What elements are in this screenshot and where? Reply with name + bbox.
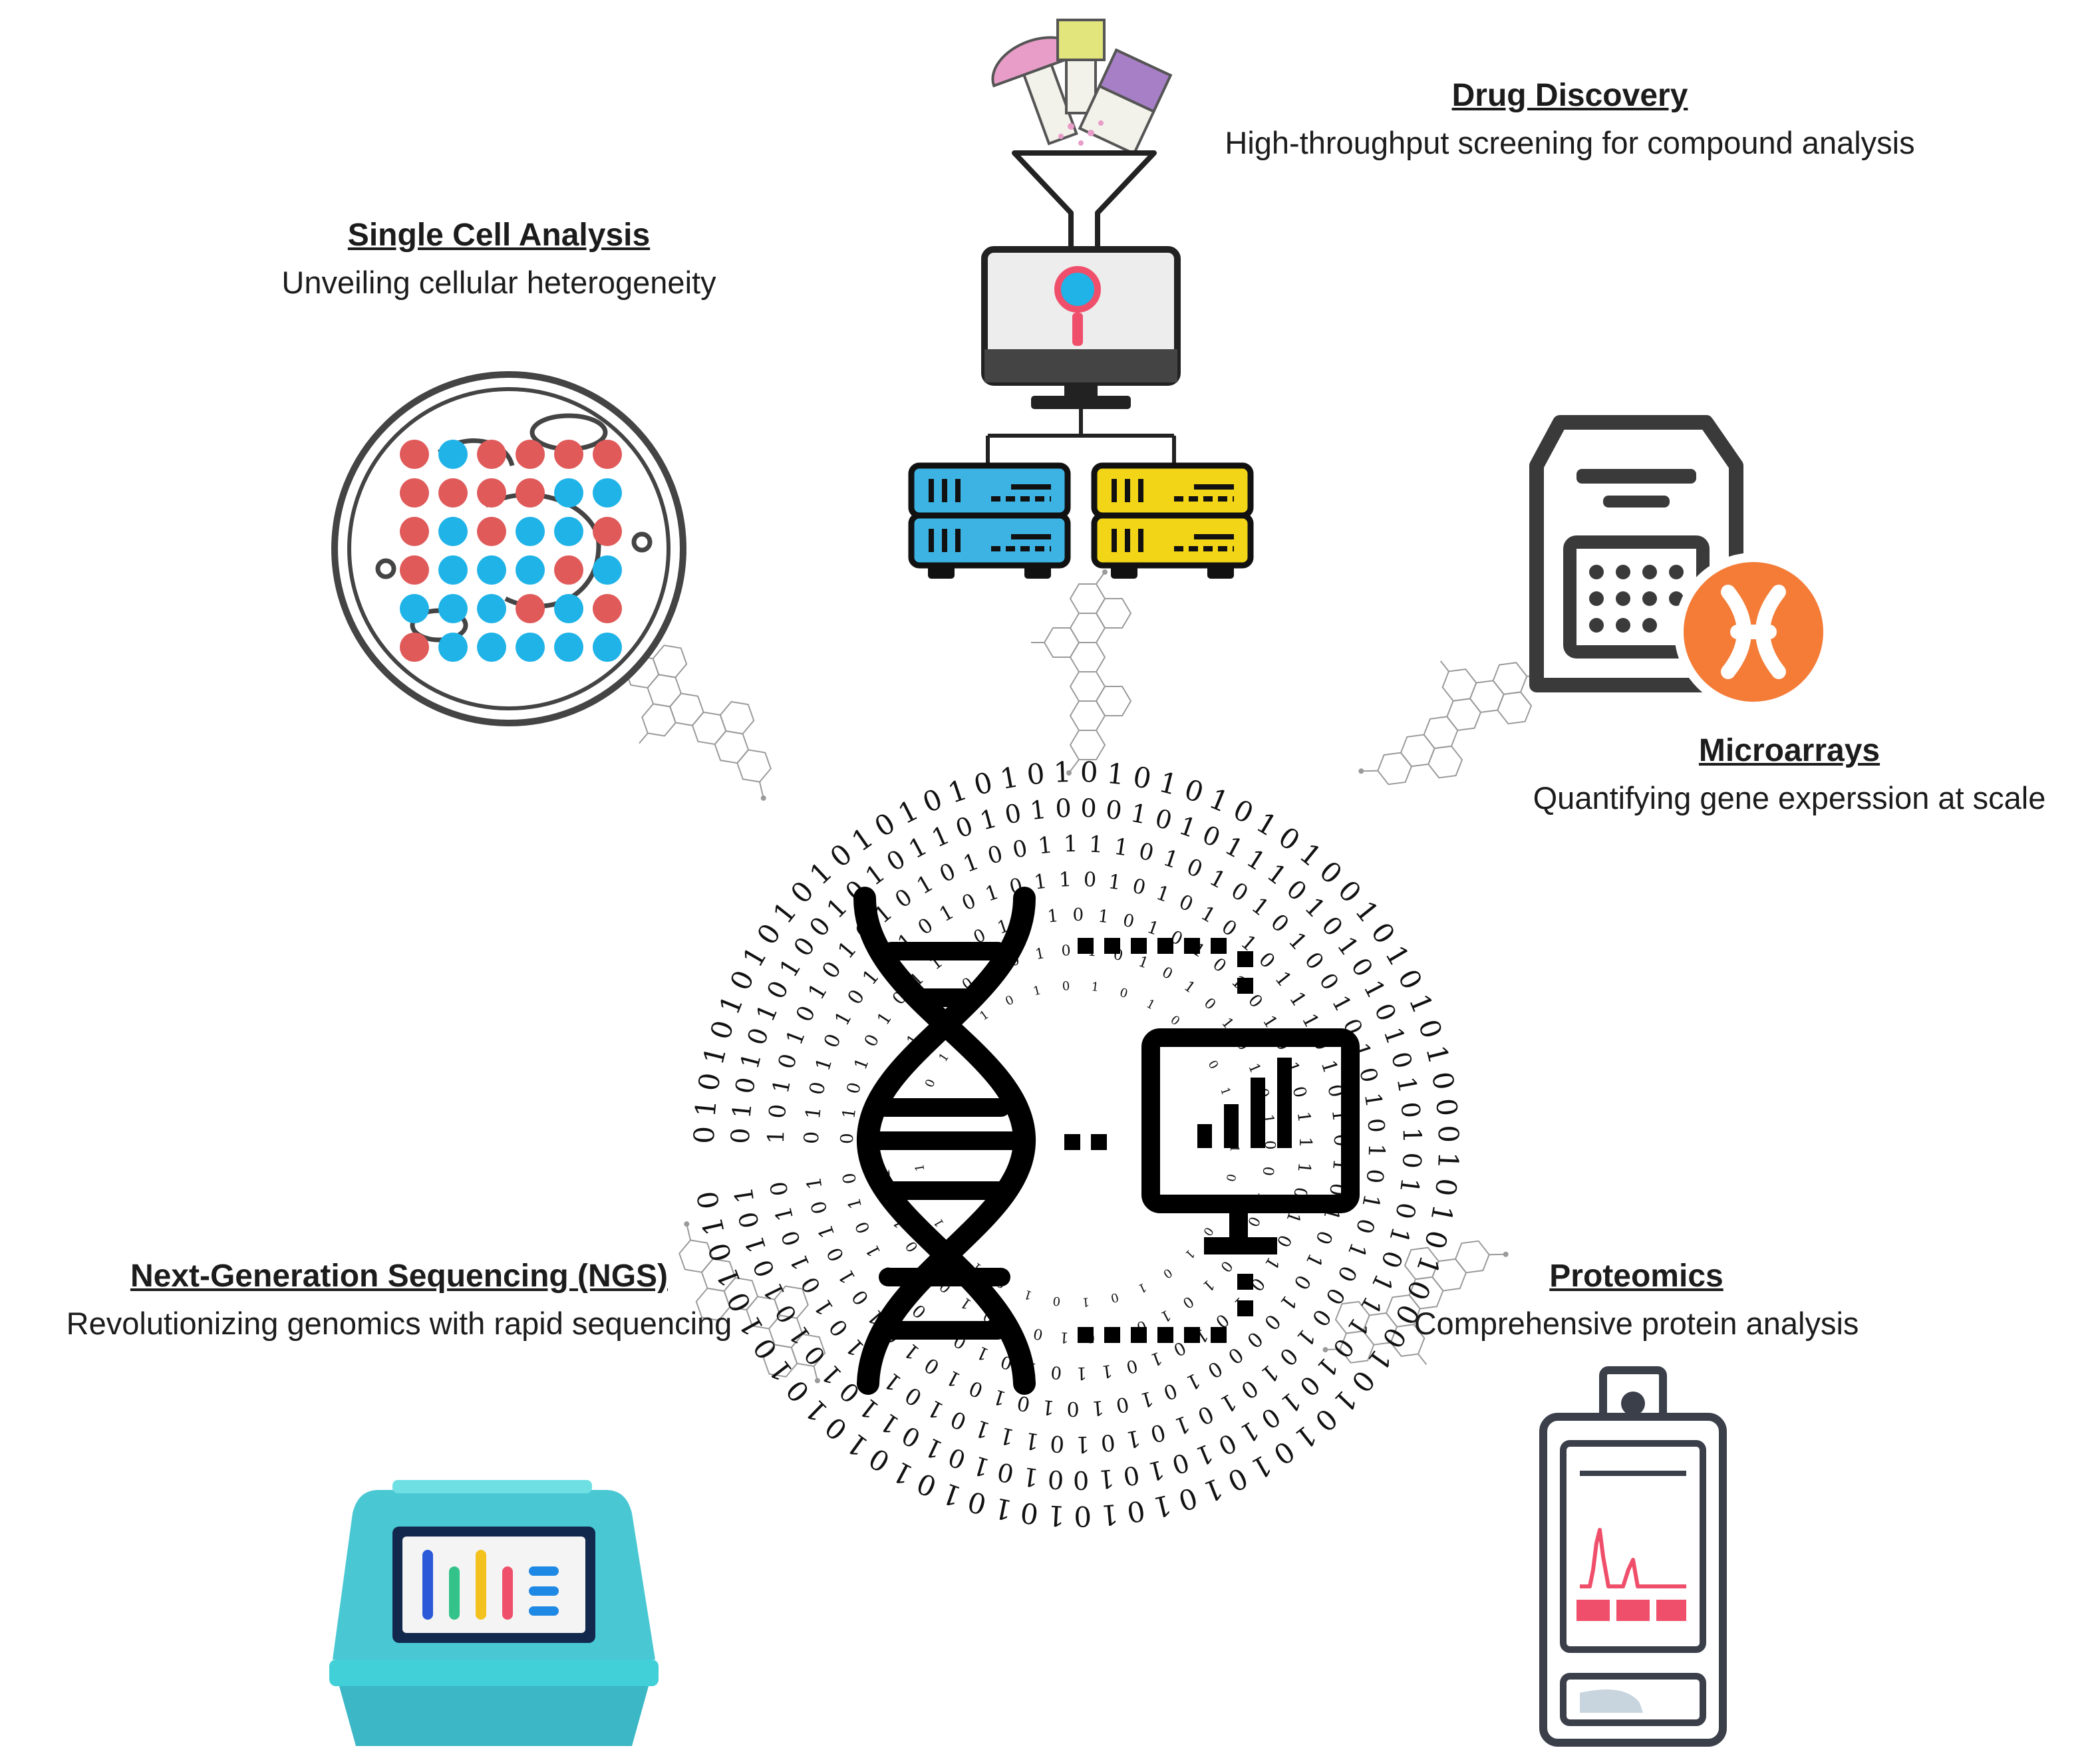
ngs-title: Next-Generation Sequencing (NGS) [130, 1258, 669, 1294]
blue-cell [593, 478, 622, 508]
label-microarrays: Microarrays Quantifying gene experssion … [1483, 732, 2095, 817]
drug-discovery-title: Drug Discovery [1451, 78, 1688, 113]
label-ngs: Next-Generation Sequencing (NGS) Revolut… [13, 1257, 785, 1342]
red-cell [400, 517, 429, 546]
red-cell [400, 555, 429, 585]
connector-drug-discovery [1030, 569, 1131, 776]
petri-dish-cells-icon [331, 371, 686, 726]
microarrays-title: Microarrays [1698, 733, 1880, 768]
blue-cell [477, 594, 506, 623]
red-cell [554, 440, 583, 469]
red-cell [516, 440, 545, 469]
blue-cell [438, 517, 468, 546]
drug-discovery-subtitle: High-throughput screening for compound a… [1225, 124, 1915, 160]
microarray-chip-icon [1529, 415, 1833, 711]
red-cell [400, 440, 429, 469]
red-cell [400, 478, 429, 508]
red-cell [400, 633, 429, 662]
microarrays-subtitle: Quantifying gene experssion at scale [1533, 780, 2046, 815]
red-cell [516, 594, 545, 623]
sequencer-icon [329, 1480, 659, 1746]
blue-cell [554, 594, 583, 623]
label-drug-discovery: Drug Discovery High-throughput screening… [1157, 76, 1982, 162]
blue-cell [438, 594, 468, 623]
proteomics-title: Proteomics [1549, 1258, 1723, 1294]
blue-cell [593, 555, 622, 585]
blue-cell [516, 517, 545, 546]
red-cell [438, 478, 468, 508]
blue-cell [554, 517, 583, 546]
ngs-subtitle: Revolutionizing genomics with rapid sequ… [66, 1305, 732, 1341]
blue-cell [477, 633, 506, 662]
blue-cell [477, 555, 506, 585]
red-cell [593, 517, 622, 546]
dna-data-icon [853, 887, 1360, 1395]
blue-cell [516, 633, 545, 662]
red-cell [477, 517, 506, 546]
proteomics-subtitle: Comprehensive protein analysis [1414, 1305, 1859, 1341]
label-proteomics: Proteomics Comprehensive protein analysi… [1364, 1257, 1909, 1342]
red-cell [477, 478, 506, 508]
blue-cell [400, 594, 429, 623]
blue-cell [438, 440, 468, 469]
blue-cell [554, 633, 583, 662]
blue-cell [516, 555, 545, 585]
blue-cell [438, 555, 468, 585]
screening-computer-icon [908, 19, 1254, 579]
blue-cell [554, 478, 583, 508]
red-cell [516, 478, 545, 508]
red-cell [477, 440, 506, 469]
blue-cell [438, 633, 468, 662]
label-single-cell: Single Cell Analysis Unveiling cellular … [200, 216, 798, 301]
protein-analyzer-icon [1539, 1366, 1727, 1747]
red-cell [593, 594, 622, 623]
blue-cell [593, 633, 622, 662]
single-cell-subtitle: Unveiling cellular heterogeneity [281, 264, 716, 300]
red-cell [554, 555, 583, 585]
single-cell-title: Single Cell Analysis [347, 218, 651, 253]
red-cell [593, 440, 622, 469]
